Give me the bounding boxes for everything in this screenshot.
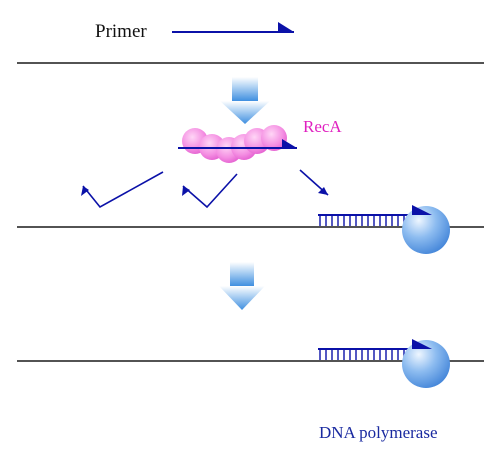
search-arrow-right-head	[318, 187, 328, 195]
primer-label: Primer	[95, 21, 147, 42]
primer-legend-icon	[172, 22, 294, 33]
search-arrow-middle-head	[182, 186, 190, 196]
reca-filament-icon	[182, 125, 287, 163]
dna-polymerase-bottom-icon	[402, 340, 450, 388]
dna-polymerase-middle-icon	[402, 206, 450, 254]
primer-3prime-arrowhead-middle	[412, 205, 432, 215]
primer-3prime-arrowhead-bottom	[412, 339, 432, 349]
search-arrow-left-icon	[82, 171, 164, 209]
process-arrow-2-icon	[219, 262, 265, 310]
search-arrow-left-head	[81, 186, 89, 196]
process-arrow-1-icon	[220, 77, 270, 124]
dna-polymerase-label: DNA polymerase	[319, 423, 438, 442]
search-arrow-middle-icon	[182, 173, 238, 209]
reca-label: RecA	[303, 117, 342, 136]
reca-bound-primer-icon	[178, 139, 297, 149]
